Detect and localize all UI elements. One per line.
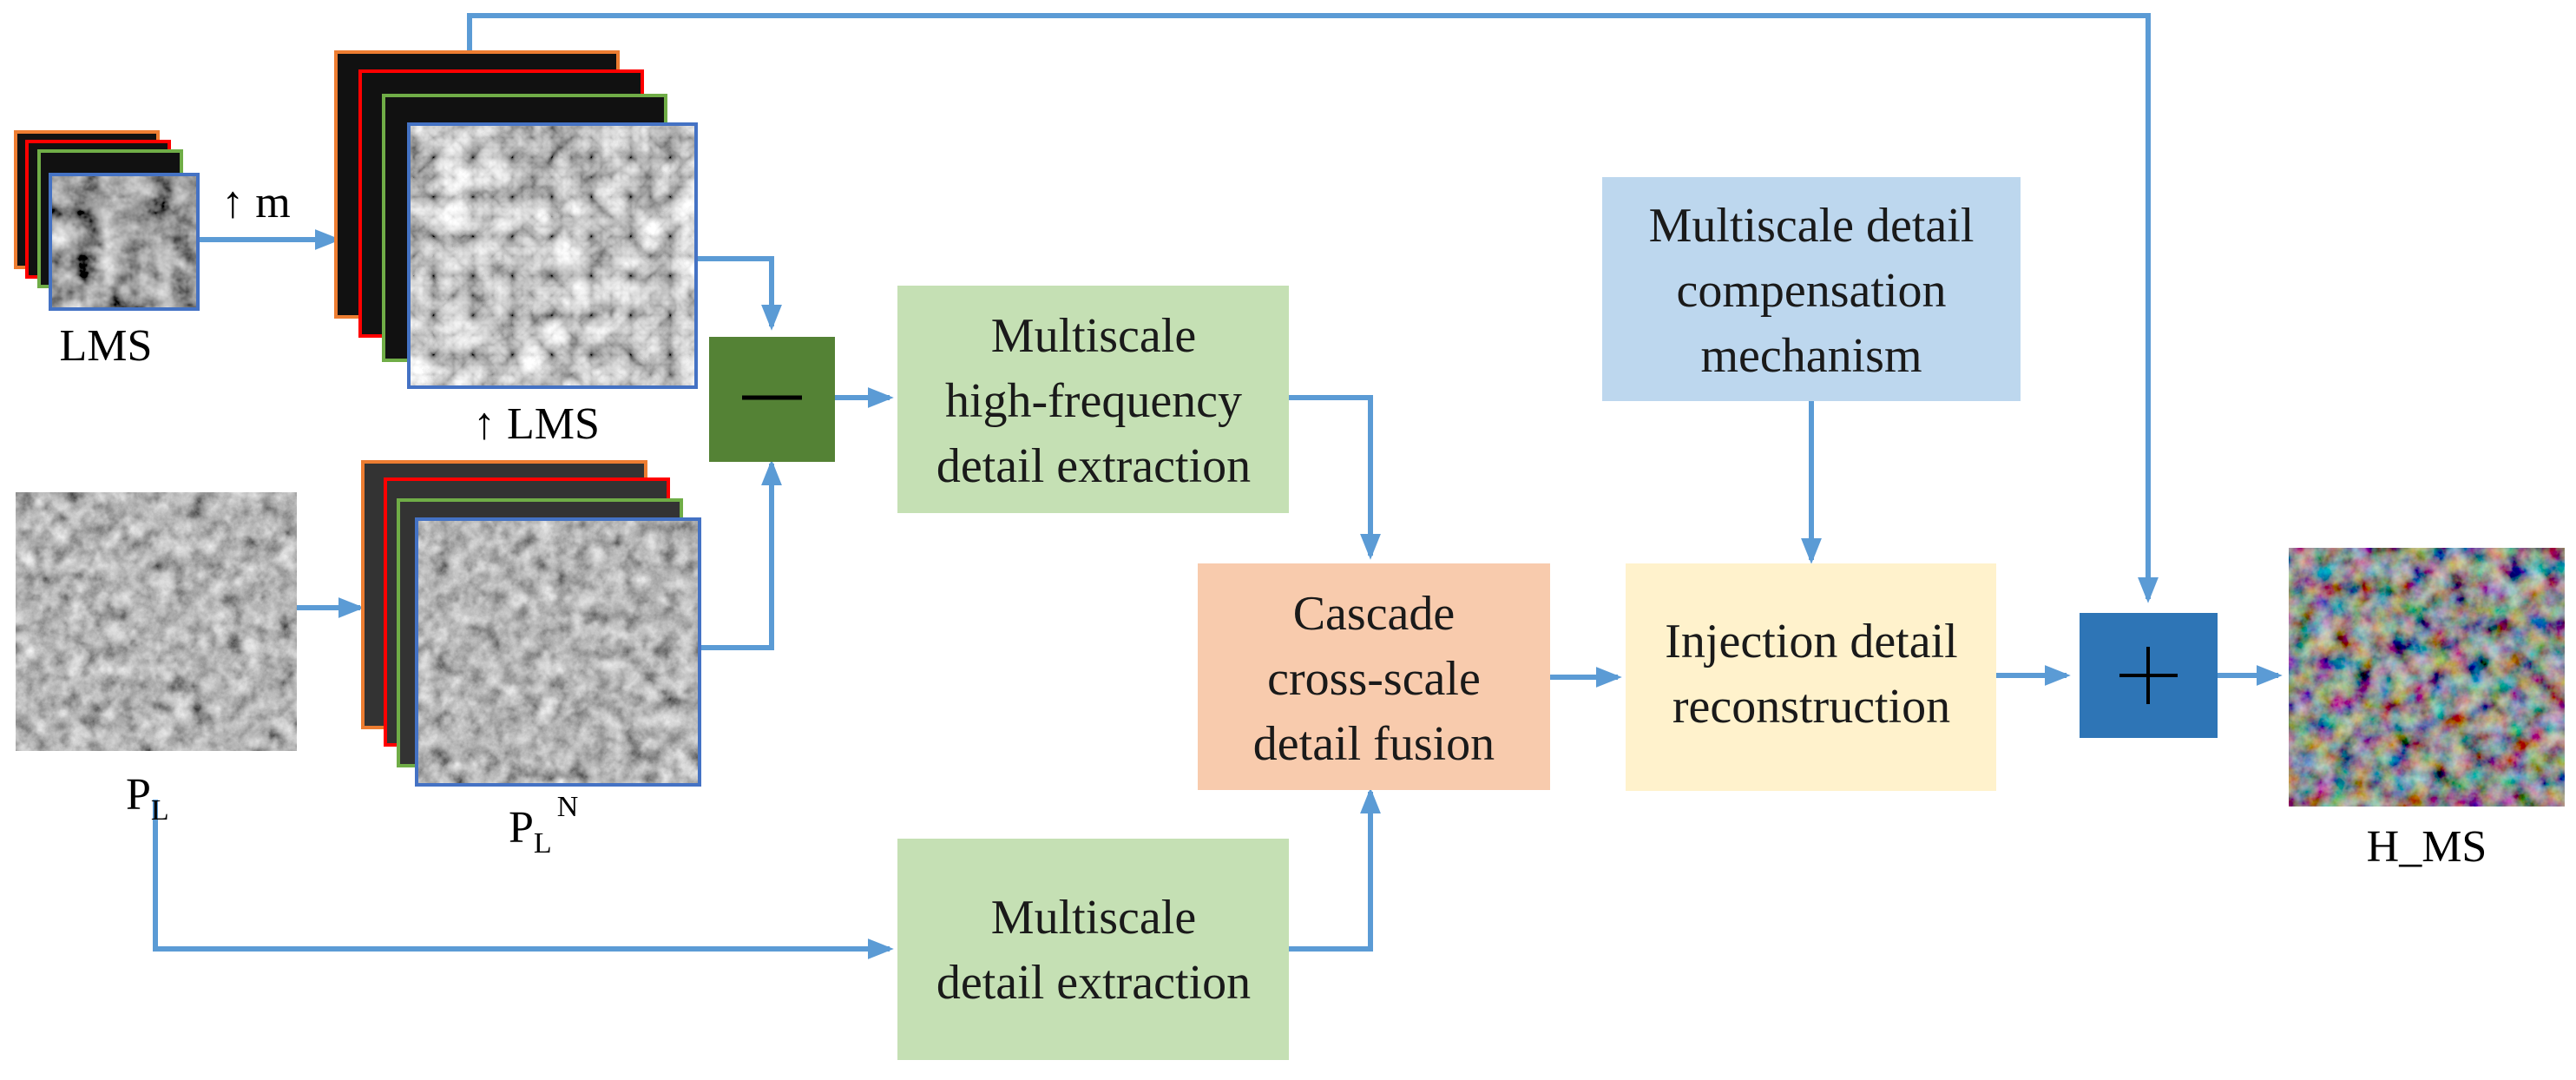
detail-extraction-line-1: Multiscale [991,891,1196,945]
arrow-skip-upsampled-to-add [467,13,2159,603]
connectors [153,13,2283,959]
lms-label: LMS [60,321,153,371]
up-lms-label: ↑ LMS [473,399,600,449]
arrow-pln-to-subtract [700,459,782,650]
pl-label: PL [126,770,169,826]
fusion-line-2: cross-scale [1267,652,1481,706]
compensation-box [1602,177,2021,401]
detail-extraction-box [897,839,1289,1060]
add-operator [2080,613,2218,738]
hms-label: H_MS [2367,822,2487,872]
upsample-label: ↑ m [221,178,290,227]
arrow-pl-to-detail-extraction [153,800,894,959]
hms-image-icon [2289,548,2565,807]
arrow-upsampled-to-subtract [696,256,782,331]
hf-extraction-box [897,286,1289,513]
fusion-line-3: detail fusion [1253,717,1495,771]
fusion-line-1: Cascade [1293,587,1456,641]
hf-extraction-line-2: high-frequency [945,374,1242,428]
detail-extraction-line-2: detail extraction [936,956,1251,1010]
compensation-line-1: Multiscale detail [1649,199,1975,253]
compensation-line-3: mechanism [1700,329,1922,383]
hf-extraction-line-1: Multiscale [991,309,1196,363]
pln-label: PLN [509,791,578,859]
up-lms-stack-icon [334,50,698,389]
reconstruction-line-1: Injection detail [1665,615,1957,668]
lms-stack-icon [14,130,200,311]
pln-stack-icon [361,460,701,787]
subtract-operator [709,337,835,462]
fusion-box [1198,563,1550,790]
reconstruction-line-2: reconstruction [1672,680,1950,734]
compensation-line-2: compensation [1676,264,1946,318]
hf-extraction-line-3: detail extraction [936,439,1251,493]
arrow-hf-to-fusion [1289,395,1381,560]
pl-image-icon [16,492,297,751]
reconstruction-box [1626,563,1996,791]
arrow-detail-to-fusion [1289,787,1381,952]
